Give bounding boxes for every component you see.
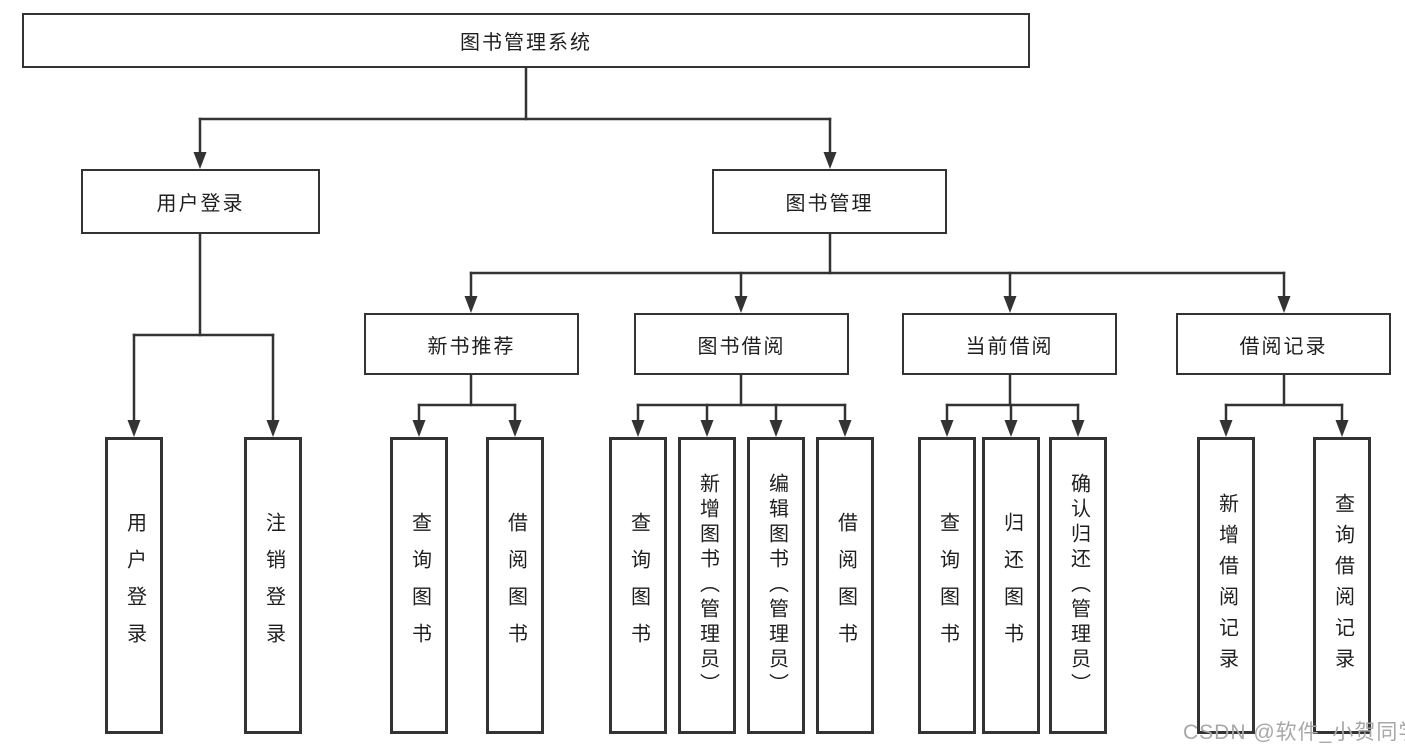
leaf-borrow-query-books: 查询图书 [609,437,667,734]
arrowhead [1004,420,1018,437]
arrowhead [1003,296,1017,313]
leaf-label: 注销登录 [262,511,285,660]
leaf-label: 查询借阅记录 [1331,492,1354,679]
arrowhead [823,152,837,169]
arrowhead [769,420,783,437]
arrowhead [631,420,645,437]
node-borrow-records: 借阅记录 [1176,313,1391,375]
leaf-label: 归还图书 [1000,511,1023,660]
leaf-label: 用户登录 [123,511,146,660]
connector-current-to-leaves [940,373,1085,437]
leaf-label: 查询图书 [627,511,650,660]
node-new-book-recommend: 新书推荐 [364,313,579,375]
leaf-newbook-query-books: 查询图书 [390,437,448,734]
leaf-label: 查询图书 [408,511,431,660]
leaf-records-add-borrow-record: 新增借阅记录 [1197,437,1255,734]
arrowhead [1335,420,1349,437]
arrowhead [1219,420,1233,437]
leaf-user-login: 用户登录 [105,437,163,734]
arrowhead [127,420,141,437]
arrowhead [508,420,522,437]
node-label: 用户登录 [156,193,245,215]
leaf-borrow-add-books-admin: 新增图书（管理员） [678,437,736,734]
node-user-login-branch: 用户登录 [81,169,320,234]
arrowhead [193,152,207,169]
leaf-label: 编辑图书（管理员） [765,473,788,698]
node-label: 借阅记录 [1239,335,1328,358]
leaf-label: 确认归还（管理员） [1067,473,1090,698]
leaf-label: 查询图书 [936,511,959,660]
arrowhead [1071,420,1085,437]
arrowhead [464,296,478,313]
node-book-management-branch: 图书管理 [712,169,947,234]
leaf-label: 借阅图书 [504,511,527,660]
leaf-records-query-borrow-record: 查询借阅记录 [1313,437,1371,734]
connector-bookmgmt-to-categories [464,232,1291,313]
connector-userlogin-to-leaves [127,232,280,437]
node-label: 图书管理 [785,193,874,215]
connector-root-to-level2 [193,66,837,169]
arrowhead [838,420,852,437]
leaf-borrow-borrow-books: 借阅图书 [816,437,874,734]
arrowhead [734,296,748,313]
connector-bookborrow-to-leaves [631,373,852,437]
node-label: 图书管理系统 [460,32,592,54]
node-label: 当前借阅 [965,335,1054,358]
leaf-user-logout: 注销登录 [244,437,302,734]
leaf-label: 借阅图书 [834,511,857,660]
node-book-borrow: 图书借阅 [634,313,849,375]
node-root-system: 图书管理系统 [22,13,1030,68]
connector-newbook-to-leaves [412,373,522,437]
node-current-borrow: 当前借阅 [902,313,1117,375]
node-label: 新书推荐 [427,335,516,358]
arrowhead [700,420,714,437]
leaf-current-return-books: 归还图书 [982,437,1040,734]
arrowhead [412,420,426,437]
leaf-newbook-borrow-books: 借阅图书 [486,437,544,734]
arrowhead [940,420,954,437]
leaf-label: 新增图书（管理员） [696,473,719,698]
connector-records-to-leaves [1219,373,1349,437]
arrowhead [266,420,280,437]
leaf-current-confirm-return-admin: 确认归还（管理员） [1049,437,1107,734]
csdn-watermark: CSDN @软件_小贺同学 [1183,721,1405,744]
leaf-borrow-edit-books-admin: 编辑图书（管理员） [747,437,805,734]
node-label: 图书借阅 [697,335,786,358]
leaf-label: 新增借阅记录 [1215,492,1238,679]
arrowhead [1277,296,1291,313]
leaf-current-query-books: 查询图书 [918,437,976,734]
